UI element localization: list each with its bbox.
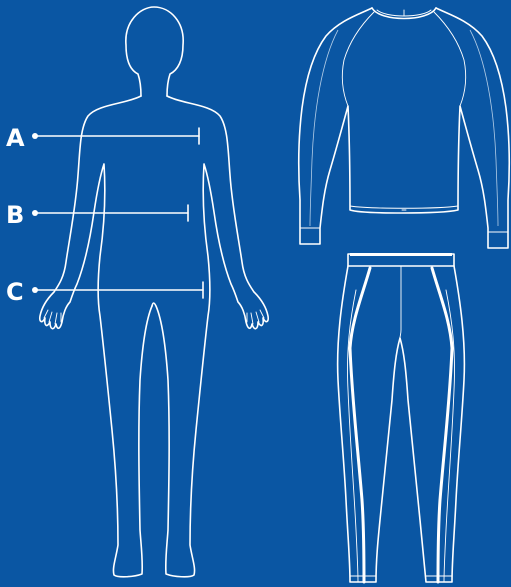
- measurement-label-b: B: [6, 201, 24, 229]
- measurement-a: A: [6, 124, 199, 152]
- base-layer-leggings: [338, 253, 465, 582]
- measurement-label-c: C: [6, 278, 24, 306]
- measurement-b: B: [6, 201, 188, 229]
- leggings-stripe-right: [432, 268, 452, 582]
- top-hem: [350, 206, 458, 208]
- measurement-label-a: A: [6, 124, 25, 152]
- body-figure: [40, 7, 268, 577]
- top-raglan-left: [342, 12, 374, 106]
- body-right-fingers: [247, 310, 264, 324]
- base-layer-top: [299, 8, 510, 248]
- top-raglan-right: [434, 12, 466, 106]
- body-head: [126, 7, 183, 96]
- measurement-c: C: [6, 278, 203, 306]
- body-left-side: [40, 96, 152, 577]
- leggings-center-seam: [400, 266, 401, 338]
- top-collar-inner: [377, 10, 431, 16]
- leggings-waistband-top: [350, 253, 452, 256]
- leggings-stripe-left: [350, 268, 370, 582]
- body-left-fingers: [44, 310, 61, 324]
- body-right-side: [152, 96, 268, 577]
- top-outline: [299, 8, 510, 248]
